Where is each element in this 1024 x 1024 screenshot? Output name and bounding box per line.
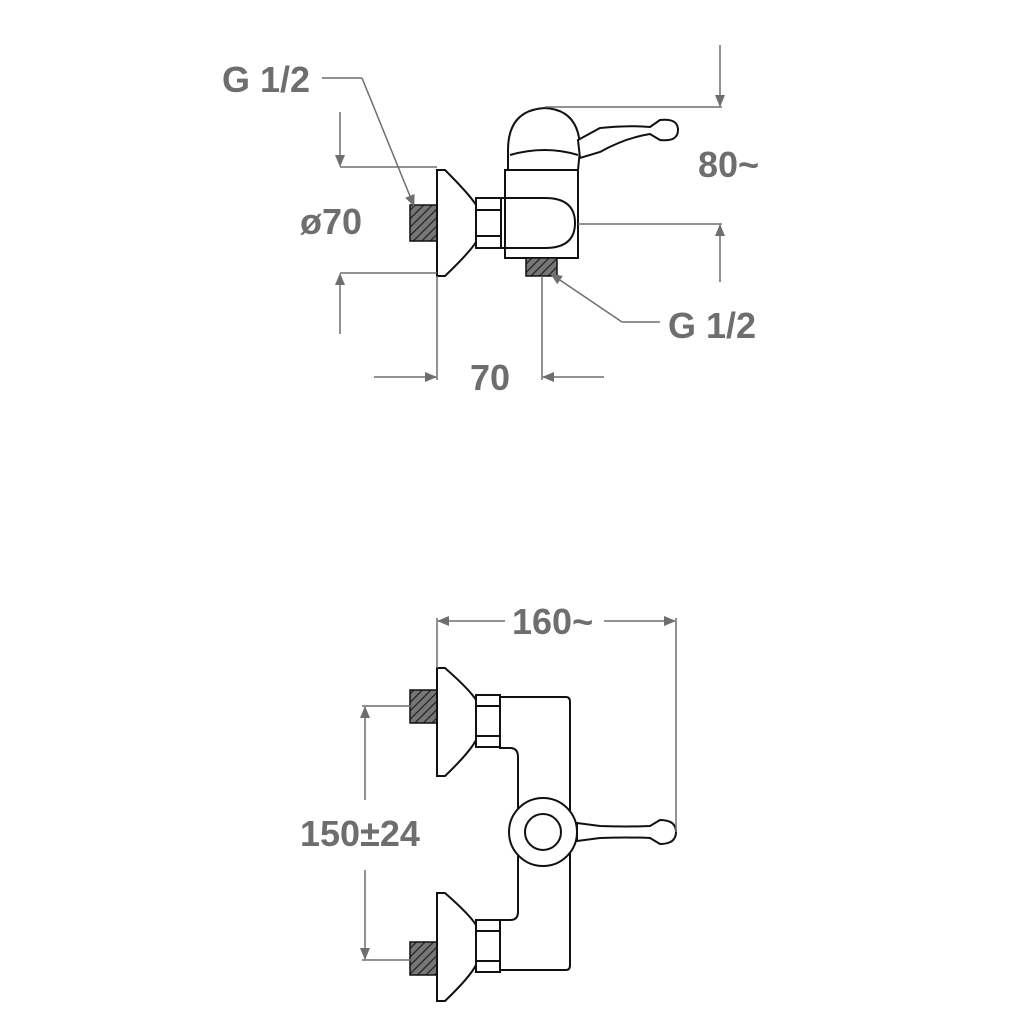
flange-diameter-label: ø70 xyxy=(300,201,362,242)
upper-flange xyxy=(436,667,477,777)
width-dimension-label: 160~ xyxy=(512,601,593,642)
wall-flange xyxy=(436,169,477,277)
cartridge-cap xyxy=(507,106,582,171)
centres-dimension-label: 150±24 xyxy=(300,813,420,854)
lower-flange xyxy=(436,892,477,1002)
hex-nut xyxy=(475,197,502,249)
cartridge-center xyxy=(524,813,562,851)
lever-handle xyxy=(576,118,680,160)
lever-handle-front xyxy=(576,818,678,846)
lower-nut xyxy=(475,919,501,973)
mixer-body xyxy=(504,169,579,259)
outlet-thread xyxy=(525,257,558,277)
upper-inlet-thread xyxy=(409,689,438,724)
body-curve xyxy=(501,197,577,249)
projection-dimension-label: 70 xyxy=(470,357,510,398)
inlet-thread xyxy=(409,204,438,242)
front-view: 160~ 150±24 xyxy=(300,601,678,1002)
lower-inlet-thread xyxy=(409,941,438,976)
upper-nut xyxy=(475,694,501,748)
height-dimension-label: 80~ xyxy=(698,144,759,185)
inlet-thread-label: G 1/2 xyxy=(222,59,310,100)
outlet-thread-label: G 1/2 xyxy=(668,305,756,346)
side-view: G 1/2 ø70 80~ G 1/2 70 xyxy=(222,45,759,398)
